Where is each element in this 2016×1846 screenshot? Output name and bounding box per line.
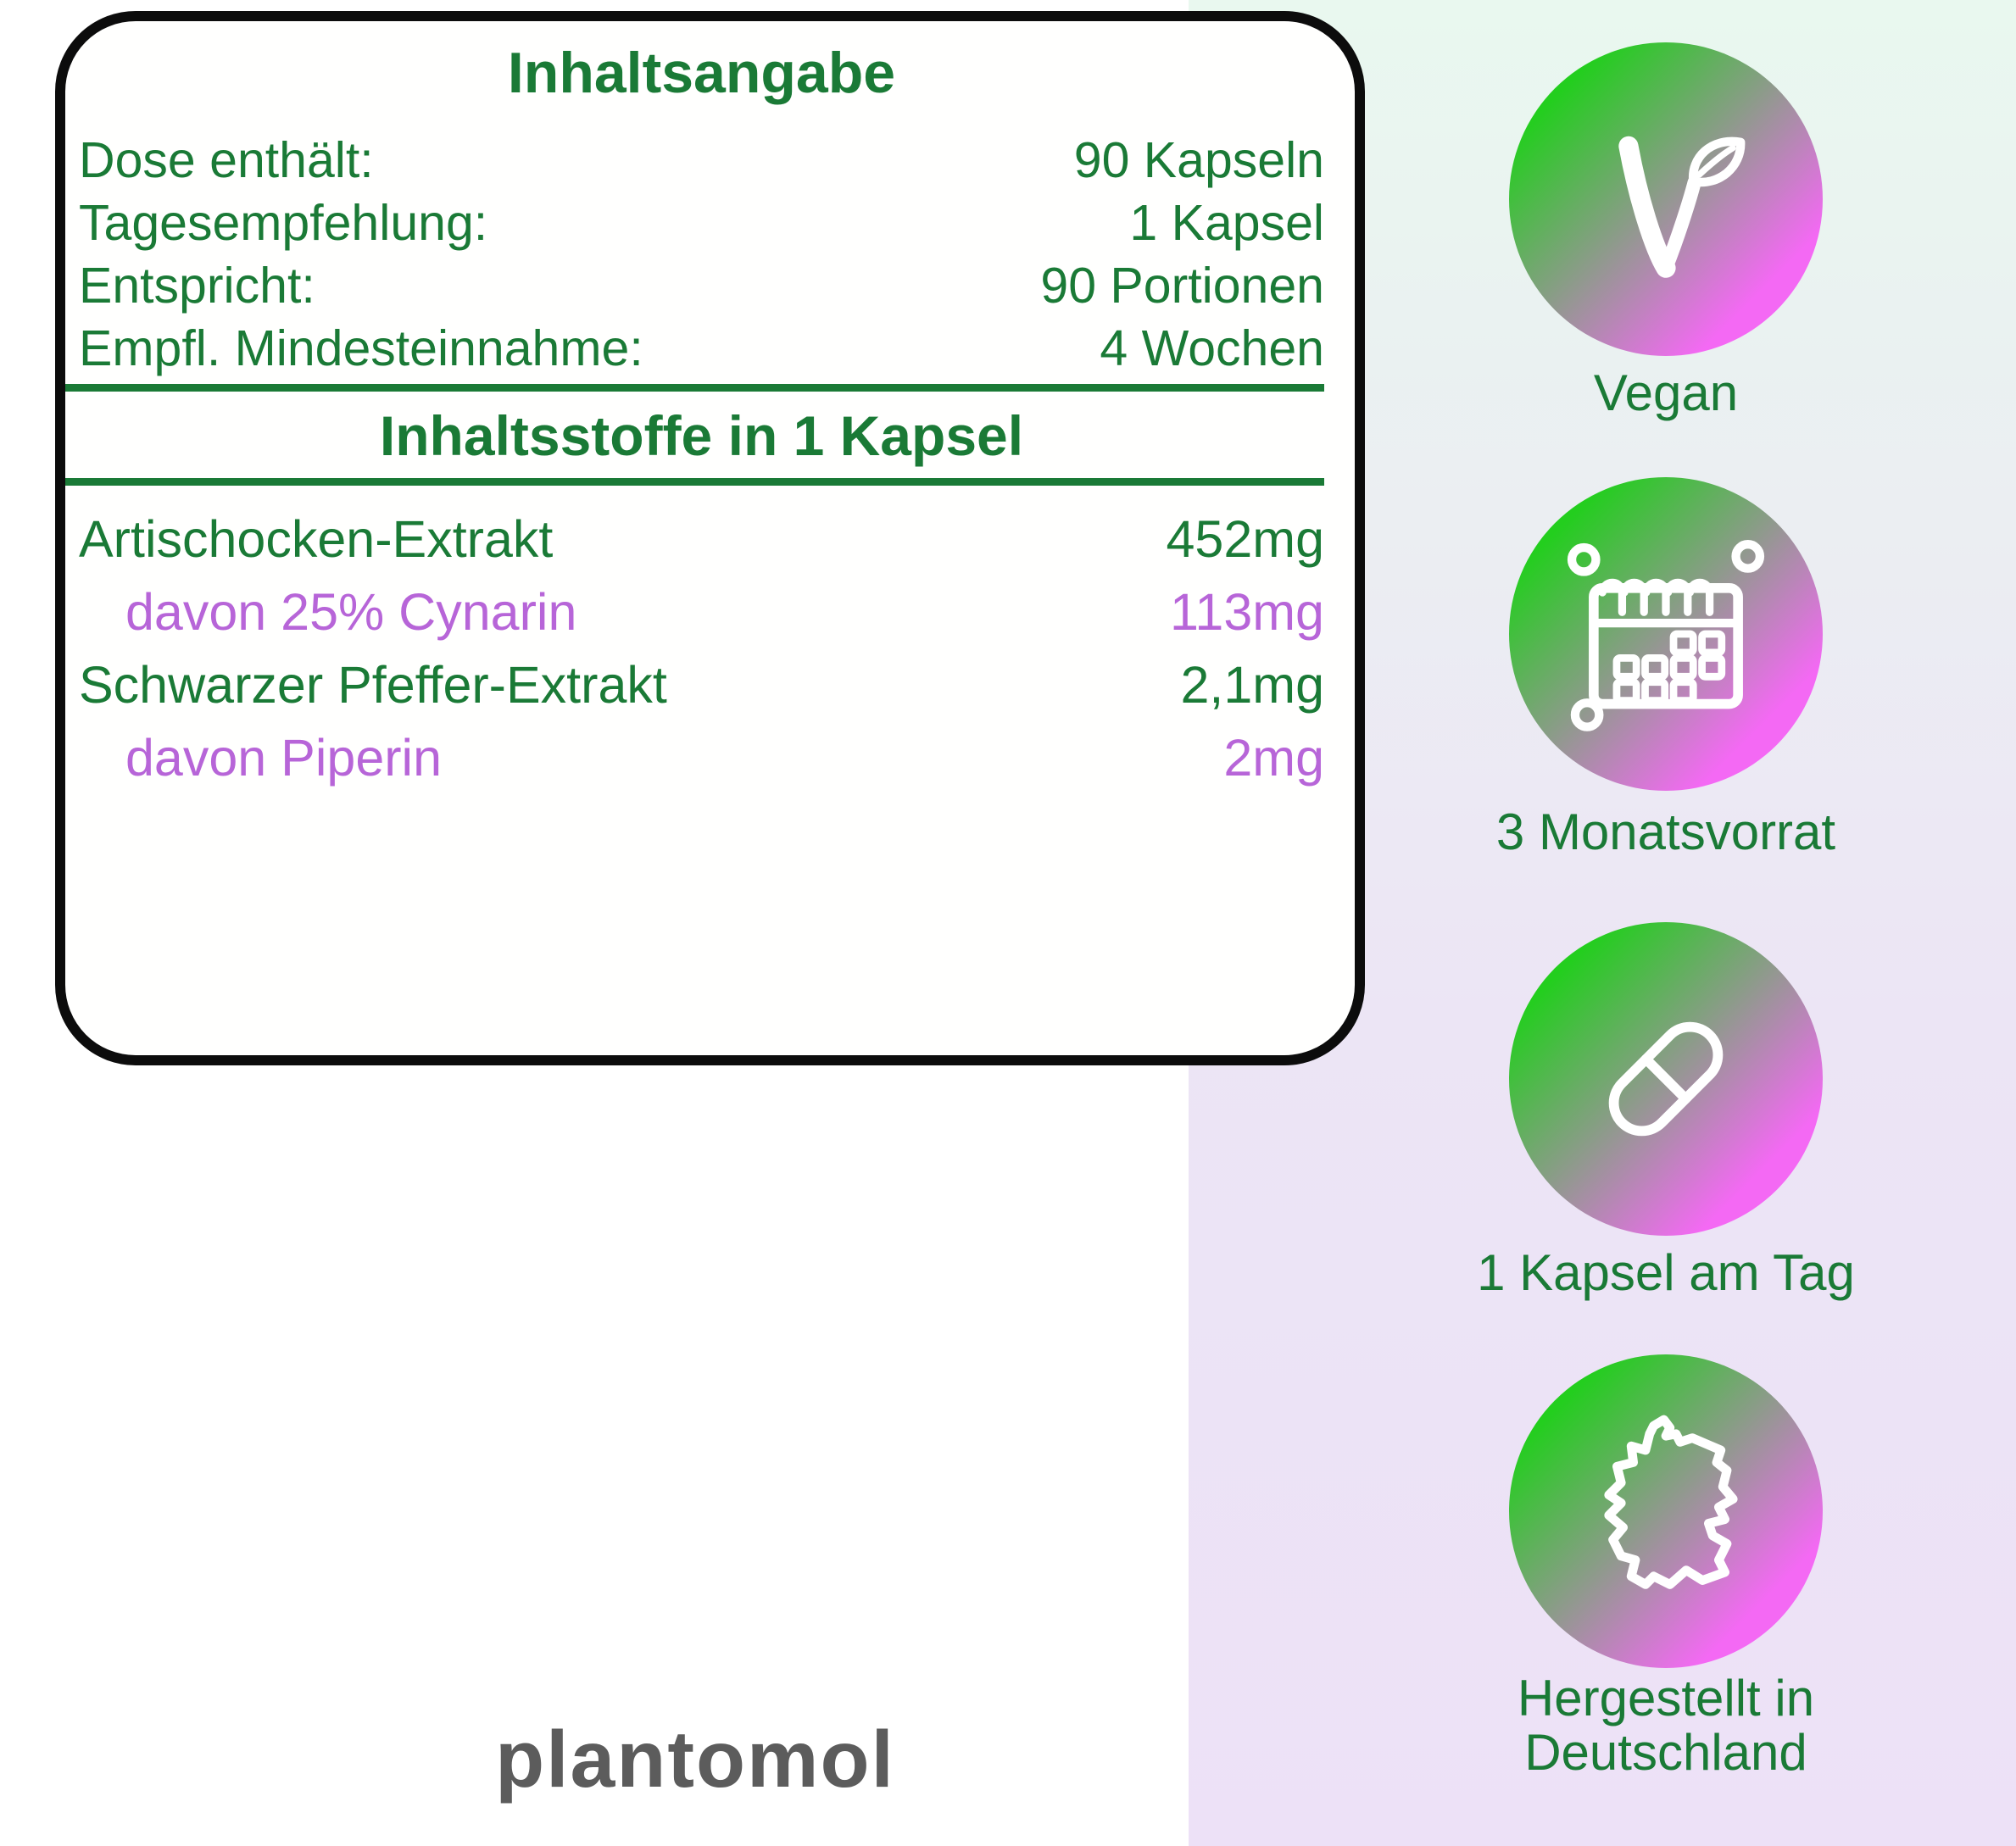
ingredient-label: davon 25% Cynarin [125,583,577,642]
origin-label-line2: Deutschland [1524,1724,1807,1781]
ingredient-row-artischocken: Artischocken-Extrakt 452mg [79,503,1324,575]
section-heading: Inhaltsstoffe in 1 Kapsel [379,404,1024,468]
origin-label-line1: Hergestellt in [1517,1670,1815,1726]
vegan-leaf-icon [1618,136,1746,278]
ingredient-row-piperin: davon Piperin 2mg [79,721,1324,794]
info-label: Empfl. Mindesteinnahme: [79,320,643,377]
origin-label: Hergestellt in Deutschland [1297,1671,2016,1780]
info-label: Dose enthält: [79,132,374,189]
supply-label: 3 Monatsvorrat [1495,803,1836,860]
ingredient-label: davon Piperin [125,729,443,787]
info-rows: Dose enthält: 90 Kapseln Tagesempfehlung… [79,129,1324,380]
ingredient-value: 2,1mg [1180,656,1324,714]
info-label: Tagesempfehlung: [79,195,488,252]
dosage-badge [1509,922,1823,1236]
separator-line [65,384,1324,392]
vegan-badge [1509,42,1823,356]
ingredient-label: Schwarzer Pfeffer-Extrakt [79,656,667,714]
info-row-dose: Dose enthält: 90 Kapseln [79,129,1324,192]
vegan-label: Vegan [1593,364,1739,421]
info-value: 4 Wochen [1100,320,1324,377]
brand-logo: plantomol [495,1715,895,1804]
ingredient-row-pfeffer: Schwarzer Pfeffer-Extrakt 2,1mg [79,648,1324,721]
info-row-entspricht: Entspricht: 90 Portionen [79,254,1324,317]
info-value: 1 Kapsel [1129,195,1324,252]
info-value: 90 Portionen [1040,258,1324,314]
ingredient-value: 2mg [1223,729,1324,787]
calendar-icon [1567,540,1765,731]
info-row-mindesteinnahme: Empfl. Mindesteinnahme: 4 Wochen [79,317,1324,380]
origin-badge [1509,1354,1823,1668]
ingredient-value: 452mg [1166,510,1324,569]
ingredient-rows: Artischocken-Extrakt 452mg davon 25% Cyn… [79,503,1324,794]
separator-line [65,478,1324,487]
info-label: Entspricht: [79,258,315,314]
card-title: Inhaltsangabe [507,41,896,105]
ingredients-card: Inhaltsangabe Dose enthält: 90 Kapseln T… [55,11,1365,1065]
ingredient-label: Artischocken-Extrakt [79,510,554,569]
dosage-label: 1 Kapsel am Tag [1477,1244,1855,1301]
info-value: 90 Kapseln [1073,132,1324,189]
capsule-icon [1608,1021,1724,1137]
info-row-tagesempfehlung: Tagesempfehlung: 1 Kapsel [79,192,1324,254]
supply-badge [1509,477,1823,791]
ingredient-row-cynarin: davon 25% Cynarin 113mg [79,575,1324,648]
ingredient-value: 113mg [1170,583,1324,642]
germany-map-icon [1604,1415,1738,1589]
